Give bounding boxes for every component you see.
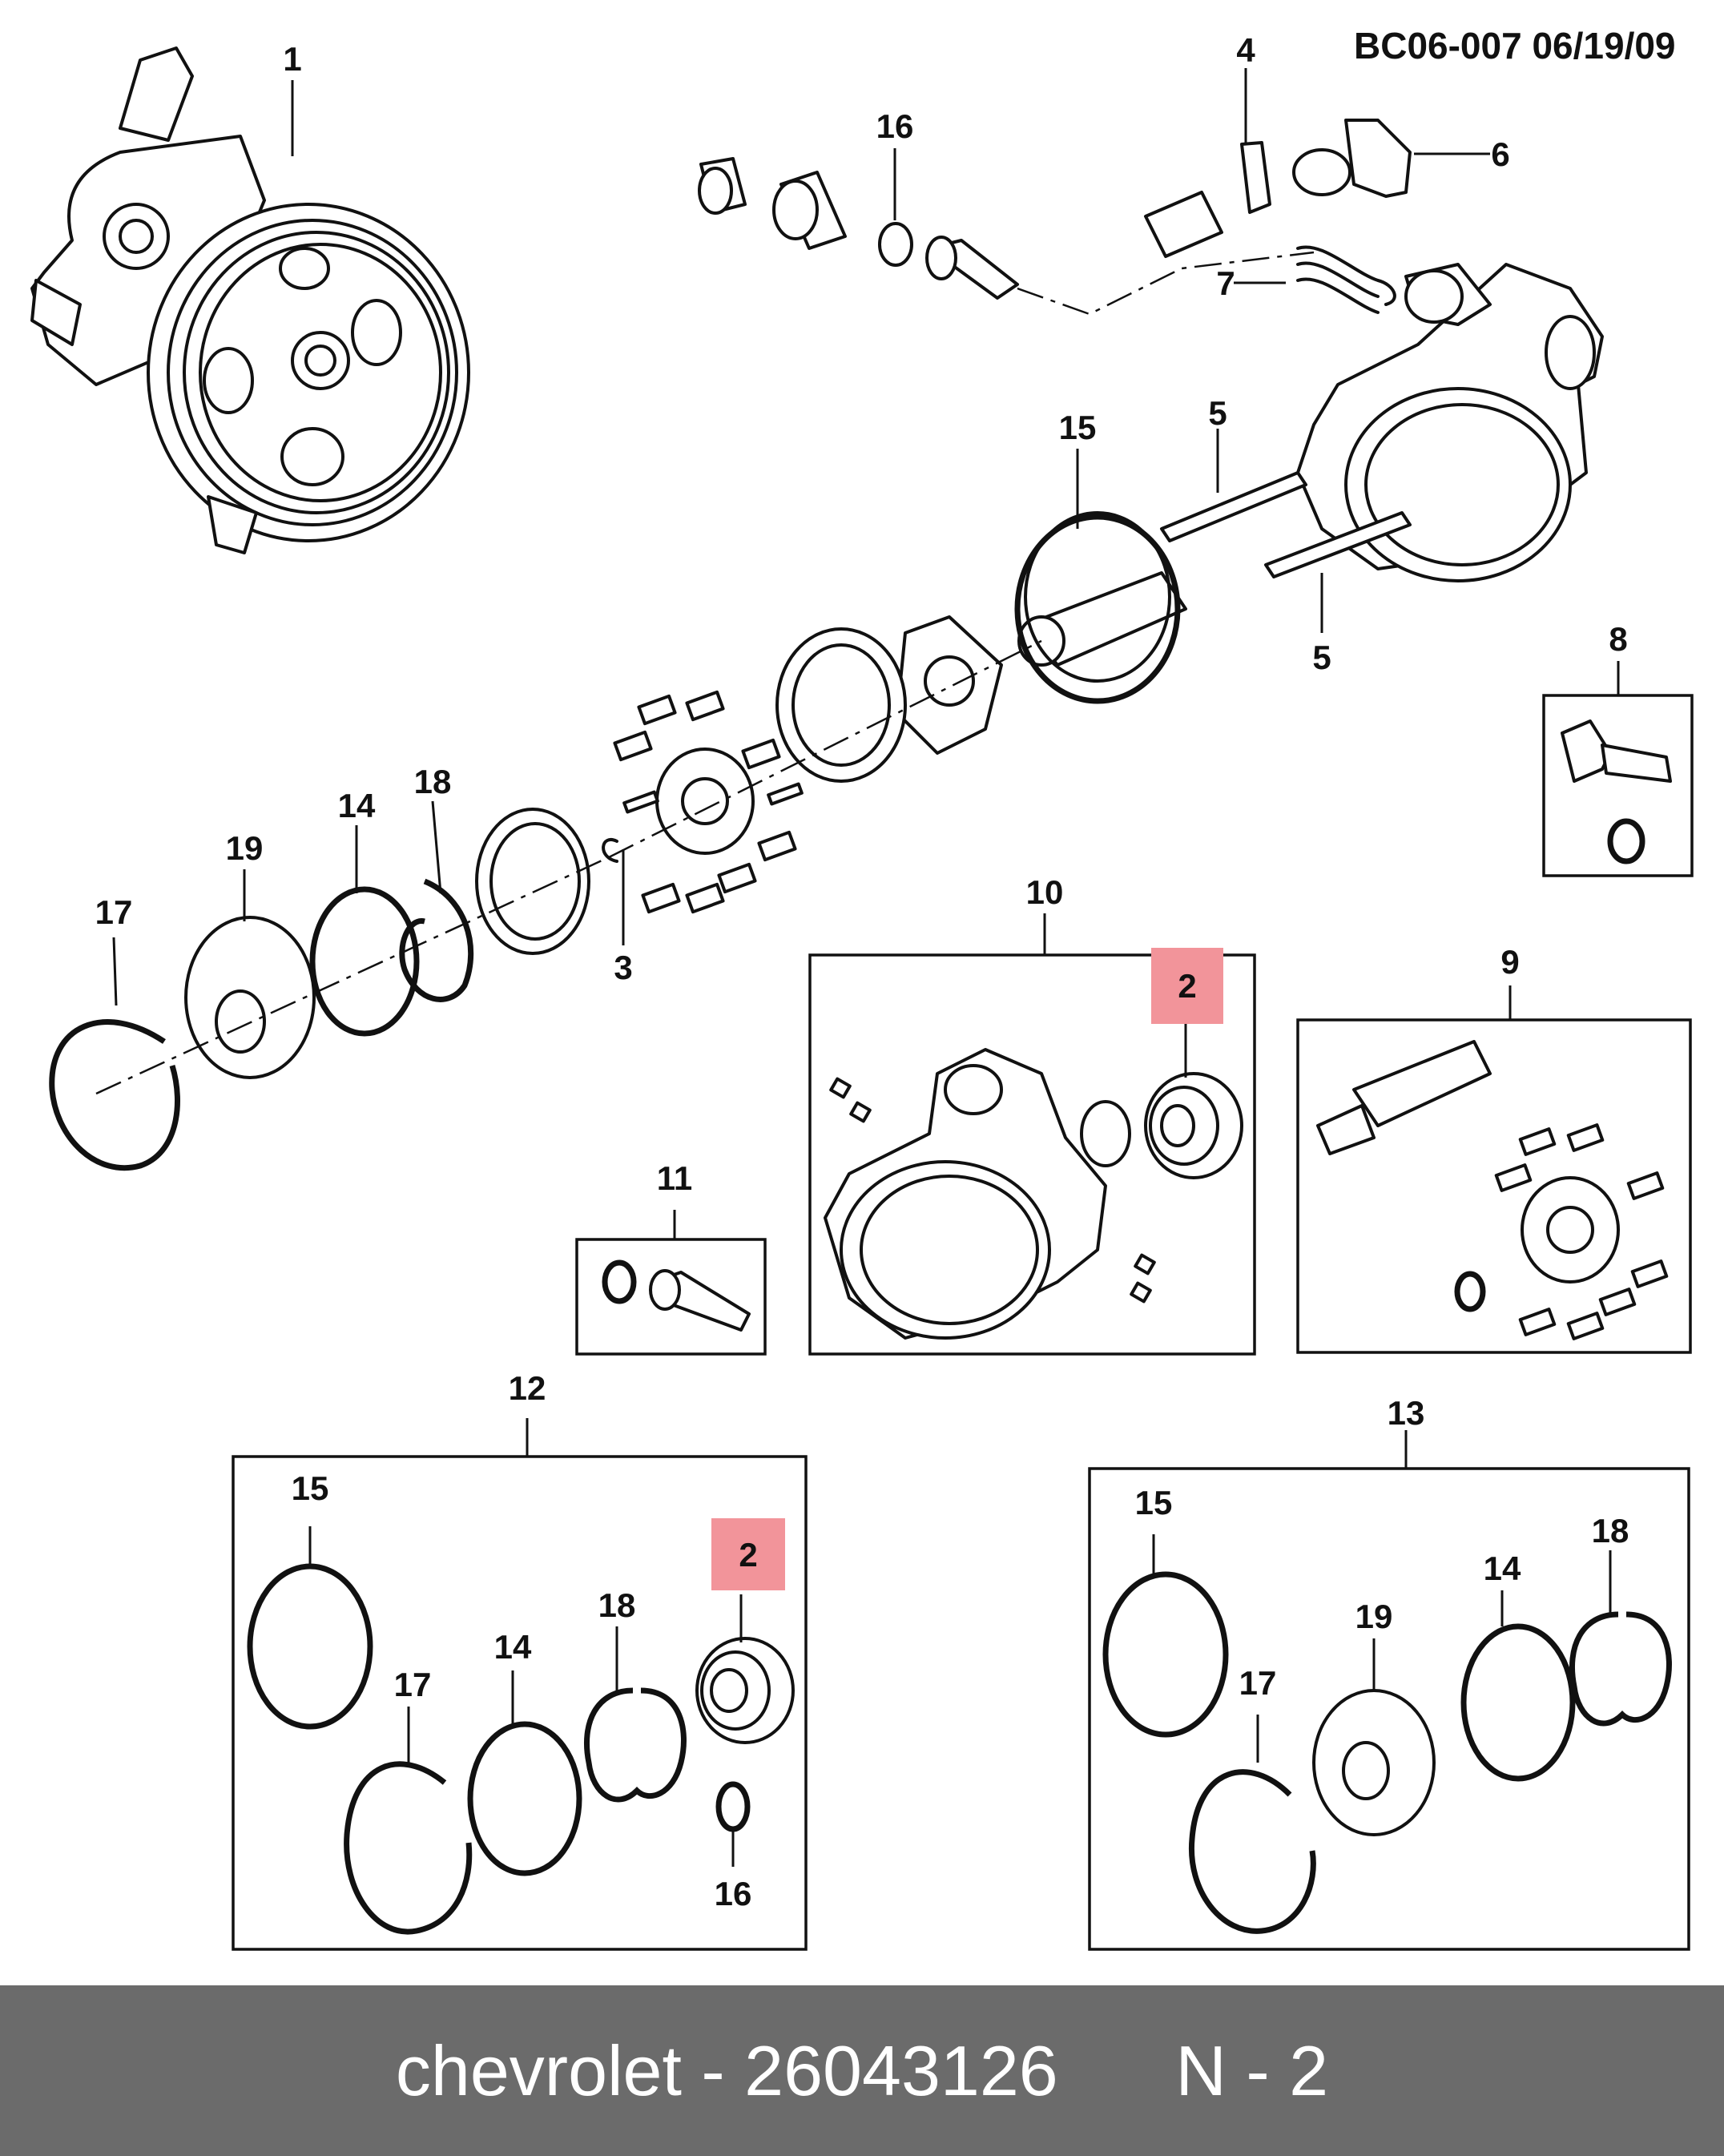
callout-9: 9 — [1500, 943, 1519, 981]
callout-17-kit13: 17 — [1239, 1664, 1277, 1702]
callout-8: 8 — [1609, 620, 1627, 658]
callout-5-top: 5 — [1208, 394, 1227, 432]
footer-bar: chevrolet - 26043126 N - 2 — [0, 1985, 1724, 2156]
callout-15-main: 15 — [1059, 409, 1097, 446]
callout-13: 13 — [1388, 1394, 1425, 1432]
fitting-parts-drawing — [698, 119, 1412, 316]
callout-14-main: 14 — [338, 787, 376, 824]
callout-2-housing: 2 — [1178, 967, 1196, 1005]
footer-brand: chevrolet — [395, 2030, 682, 2110]
callout-2-kit: 2 — [739, 1536, 757, 1574]
callout-18-main: 18 — [414, 763, 452, 800]
callout-10: 10 — [1026, 873, 1064, 911]
diagram-canvas: 1 16 4 6 7 5 5 15 8 9 10 11 12 13 18 14 … — [30, 31, 1694, 1951]
callout-1: 1 — [283, 40, 301, 78]
diagram-id: BC06-007 06/19/09 — [1354, 25, 1676, 66]
callout-18-kit12: 18 — [598, 1586, 636, 1624]
footer-part-number: 26043126 — [744, 2030, 1058, 2110]
pump-assembly-drawing — [30, 46, 470, 554]
callout-6: 6 — [1491, 135, 1509, 173]
callout-4: 4 — [1236, 31, 1255, 69]
box-11 — [575, 1238, 767, 1356]
footer-ref: N - 2 — [1175, 2030, 1329, 2110]
pump-housing-drawing — [1296, 263, 1604, 582]
callout-7: 7 — [1216, 264, 1235, 302]
callout-5-bottom: 5 — [1312, 639, 1331, 676]
highlight-box-2-kit — [711, 1518, 785, 1590]
box-9 — [1296, 1018, 1692, 1354]
leader-lines — [112, 68, 1620, 1867]
callout-18-kit13: 18 — [1592, 1512, 1629, 1549]
callout-15-kit12: 15 — [292, 1469, 329, 1507]
callout-14-kit13: 14 — [1484, 1549, 1521, 1587]
box-10 — [808, 953, 1256, 1356]
callout-16-kit12: 16 — [715, 1875, 752, 1912]
callout-14-kit12: 14 — [494, 1628, 532, 1666]
rotor-vanes-drawing — [602, 615, 1003, 914]
callout-3: 3 — [614, 949, 632, 986]
callout-12: 12 — [509, 1369, 546, 1407]
callout-17-main: 17 — [95, 893, 133, 931]
callout-labels: 1 16 4 6 7 5 5 15 8 9 10 11 12 13 18 14 … — [95, 31, 1629, 1912]
box-8 — [1542, 694, 1694, 877]
footer-separator: - — [701, 2030, 725, 2110]
box-13 — [1088, 1467, 1690, 1951]
callout-17-kit12: 17 — [394, 1666, 432, 1703]
highlight-box-2-housing — [1151, 948, 1223, 1024]
callout-19-kit13: 19 — [1355, 1598, 1393, 1635]
callout-16: 16 — [876, 107, 914, 145]
pressure-plate-rings-drawing — [49, 808, 590, 1171]
callout-15-kit13: 15 — [1135, 1484, 1173, 1521]
callout-19-main: 19 — [226, 829, 264, 867]
callout-11: 11 — [657, 1159, 692, 1197]
